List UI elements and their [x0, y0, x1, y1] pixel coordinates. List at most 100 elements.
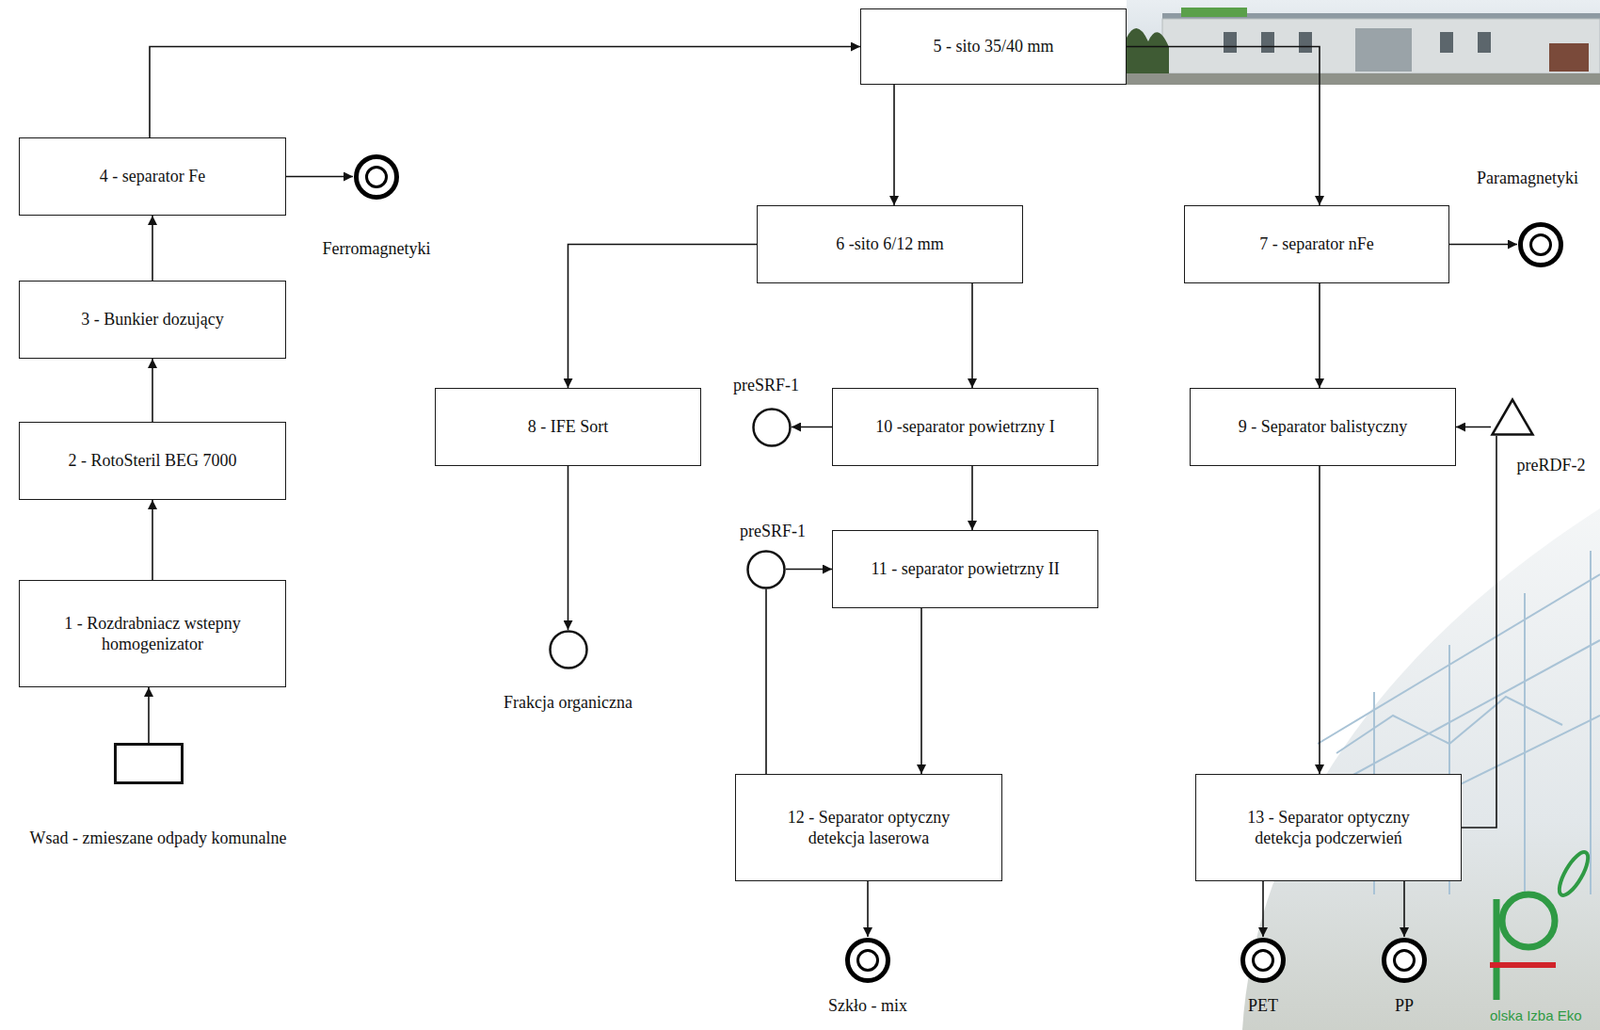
- stream-marker: preSRF-1: [752, 407, 792, 448]
- output-marker: Szkło - mix: [844, 936, 892, 984]
- return-marker-shape: [1490, 398, 1535, 436]
- inner-ring: [1394, 950, 1415, 971]
- flow-arrow: [791, 426, 832, 429]
- process-label: 8 - IFE Sort: [528, 416, 609, 438]
- building-window: [1298, 32, 1312, 53]
- flow-arrow: [1449, 243, 1518, 246]
- process-label: 13 - Separator optyczny detekcja podczer…: [1227, 806, 1430, 849]
- stream-label: Szkło - mix: [828, 994, 908, 1017]
- stream-label: PP: [1394, 994, 1414, 1017]
- inner-ring: [1531, 234, 1552, 255]
- process-box: 12 - Separator optyczny detekcja laserow…: [735, 773, 1003, 881]
- greenhouse-photo: [1242, 508, 1600, 1030]
- logo-stroke: [1502, 894, 1555, 947]
- output-marker: PET: [1239, 936, 1287, 984]
- logo-text: olska Izba Eko: [1489, 1007, 1583, 1025]
- flow-arrow: [971, 283, 974, 388]
- output-marker-shape: [844, 936, 892, 984]
- output-marker-shape: [1380, 936, 1428, 984]
- input-rect: [115, 744, 183, 784]
- photo-ground: [1126, 73, 1600, 85]
- flow-arrow: [1318, 283, 1321, 388]
- output-marker-shape: [1239, 936, 1287, 984]
- outer-ring: [356, 156, 398, 197]
- ring: [753, 408, 791, 446]
- flow-arrow: [920, 608, 923, 774]
- output-marker-shape: [352, 153, 400, 201]
- flow-arrow: [151, 358, 154, 422]
- outer-ring: [1243, 940, 1284, 981]
- outer-ring: [848, 940, 889, 981]
- flow-arrow: [1318, 465, 1321, 774]
- stream-marker: preSRF-1: [746, 549, 786, 590]
- logo-mark: [1489, 848, 1594, 1000]
- process-label: 3 - Bunkier dozujący: [80, 308, 224, 331]
- flow-arrow: [151, 499, 154, 580]
- ring: [748, 550, 785, 588]
- flow-arrow: [149, 47, 861, 139]
- process-box: 6 -sito 6/12 mm: [756, 205, 1024, 284]
- logo-stroke: [1493, 898, 1501, 1000]
- building-sign: [1181, 7, 1248, 17]
- process-box: 5 - sito 35/40 mm: [860, 8, 1127, 85]
- stream-label: preRDF-2: [1517, 454, 1586, 477]
- stream-label: preSRF-1: [739, 520, 806, 543]
- flow-arrow: [765, 589, 768, 775]
- input-box-shape: [113, 742, 184, 784]
- facility-photo: [1126, 0, 1600, 85]
- process-label: 11 - separator powietrzny II: [870, 558, 1059, 580]
- building-window: [1223, 32, 1237, 53]
- triangle: [1492, 400, 1534, 435]
- process-box: 11 - separator powietrzny II: [832, 529, 1099, 608]
- building-window: [1477, 32, 1491, 53]
- process-box: 3 - Bunkier dozujący: [18, 280, 287, 359]
- flow-arrow: [1126, 47, 1320, 207]
- flow-arrow: [1456, 426, 1491, 429]
- process-label: 4 - separator Fe: [99, 165, 206, 188]
- process-label: 6 -sito 6/12 mm: [835, 233, 944, 256]
- process-box: 7 - separator nFe: [1184, 205, 1450, 284]
- process-label: 12 - Separator optyczny detekcja laserow…: [768, 806, 971, 849]
- stream-label: PET: [1248, 994, 1279, 1017]
- process-box: 2 - RotoSteril BEG 7000: [18, 421, 287, 500]
- building-window: [1440, 32, 1454, 53]
- flow-arrow: [151, 215, 154, 281]
- inner-ring: [367, 166, 387, 187]
- flow-arrow: [1461, 435, 1497, 828]
- stream-label: Ferromagnetyki: [322, 238, 432, 260]
- process-label: 10 -separator powietrzny I: [875, 416, 1055, 438]
- flow-arrow: [567, 465, 570, 630]
- ring: [549, 631, 587, 669]
- flow-arrow: [147, 687, 150, 743]
- process-label: 7 - separator nFe: [1259, 233, 1374, 256]
- photo-sky: [1126, 0, 1600, 85]
- flow-arrow: [1262, 880, 1264, 937]
- output-marker: Ferromagnetyki: [352, 153, 400, 201]
- hall-photo: [1242, 508, 1600, 1030]
- output-marker-shape: [1517, 221, 1565, 269]
- process-box: 4 - separator Fe: [18, 137, 287, 216]
- outer-ring: [1520, 224, 1562, 265]
- flow-arrow: [866, 880, 869, 937]
- flow-arrow: [1403, 880, 1406, 937]
- stream-marker-shape: [752, 407, 792, 448]
- return-marker: preRDF-2: [1490, 398, 1535, 436]
- outer-ring: [1384, 940, 1425, 981]
- process-box: 9 - Separator balistyczny: [1189, 387, 1456, 466]
- stream-label: Wsad - zmieszane odpady komunalne: [30, 827, 288, 849]
- stream-marker-shape: [746, 549, 786, 590]
- output-marker: Paramagnetyki: [1517, 221, 1565, 269]
- flow-arrow: [893, 84, 896, 206]
- output-marker: PP: [1380, 936, 1428, 984]
- process-box: 8 - IFE Sort: [434, 387, 702, 466]
- process-box: 13 - Separator optyczny detekcja podczer…: [1195, 773, 1462, 881]
- building-window: [1261, 32, 1275, 53]
- flow-arrow: [971, 465, 974, 530]
- process-box: 1 - Rozdrabniacz wstepny homogenizator: [18, 579, 287, 688]
- flow-arrow: [286, 176, 353, 178]
- process-box: 10 -separator powietrzny I: [832, 387, 1099, 466]
- process-label: 1 - Rozdrabniacz wstepny homogenizator: [44, 612, 261, 656]
- process-label: 5 - sito 35/40 mm: [932, 35, 1054, 58]
- input-box: Wsad - zmieszane odpady komunalne: [113, 742, 184, 784]
- stream-marker: Frakcja organiczna: [548, 629, 589, 670]
